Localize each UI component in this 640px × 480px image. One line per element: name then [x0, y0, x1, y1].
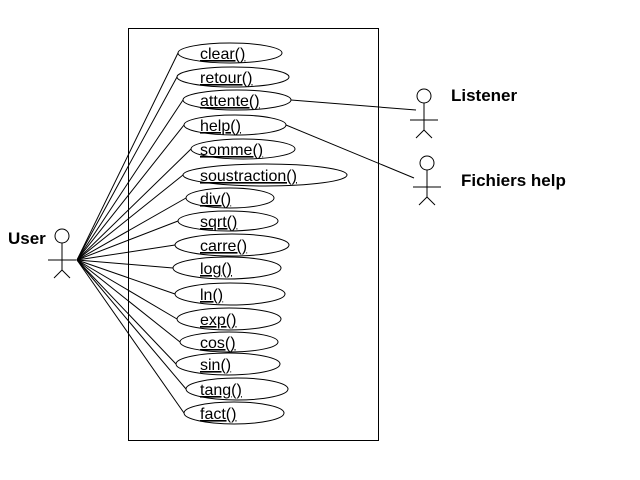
use-case-ellipse[interactable]	[175, 352, 281, 376]
actor-right-leg	[61, 269, 71, 279]
actor-head	[54, 228, 70, 244]
use-case-ellipse[interactable]	[177, 42, 283, 64]
association-user-soustraction	[76, 174, 184, 261]
association-user-exp	[76, 259, 178, 320]
use-case-label: clear()	[200, 46, 245, 63]
use-case-label: sqrt()	[200, 214, 237, 231]
use-case-ellipse[interactable]	[182, 163, 348, 187]
association-user-somme	[76, 148, 192, 261]
use-case-exp[interactable]: exp()	[176, 307, 282, 331]
use-case-label: soustraction()	[200, 168, 297, 185]
use-case-ellipse[interactable]	[182, 89, 292, 111]
association-user-retour	[76, 76, 178, 261]
use-case-label: tang()	[200, 382, 242, 399]
use-case-ellipse[interactable]	[183, 114, 287, 136]
use-case-ellipse[interactable]	[172, 256, 282, 280]
use-case-ellipse[interactable]	[185, 187, 275, 209]
use-case-help[interactable]: help()	[183, 114, 287, 136]
use-case-ellipse[interactable]	[174, 233, 290, 257]
actor-right-leg	[426, 196, 436, 206]
use-case-label: help()	[200, 118, 241, 135]
association-user-clear	[76, 52, 179, 261]
actor-head	[419, 155, 435, 171]
use-case-label: ln()	[200, 287, 223, 304]
use-case-label: retour()	[200, 70, 252, 87]
use-case-fact[interactable]: fact()	[183, 401, 285, 425]
actor-label: Listener	[451, 86, 518, 105]
use-cases: clear() retour() attente() help() somme() sou…	[172, 42, 348, 425]
use-case-ellipse[interactable]	[185, 377, 289, 401]
use-case-label: sin()	[200, 357, 231, 374]
use-case-label: carre()	[200, 238, 247, 255]
association-user-sqrt	[76, 220, 179, 261]
associations	[76, 52, 417, 414]
use-case-ellipse[interactable]	[190, 138, 296, 160]
association-user-ln	[76, 259, 176, 295]
association-user-attente	[76, 99, 184, 261]
use-case-ellipse[interactable]	[174, 282, 286, 306]
use-case-div[interactable]: div()	[185, 187, 275, 209]
actor-listener[interactable]: Listener	[410, 86, 518, 139]
actor-head	[416, 88, 432, 104]
actor-label: User	[8, 229, 46, 248]
use-case-soustraction[interactable]: soustraction()	[182, 163, 348, 187]
use-case-tang[interactable]: tang()	[185, 377, 289, 401]
actor-right-leg	[423, 129, 433, 139]
actor-left-leg	[415, 129, 425, 139]
actor-left-leg	[53, 269, 63, 279]
actor-left-leg	[418, 196, 428, 206]
association-listener-attente	[290, 99, 417, 111]
association-fichiers-help-help	[285, 124, 415, 179]
actor-fichiers-help[interactable]: Fichiers help	[413, 155, 566, 206]
use-case-label: somme()	[200, 142, 263, 159]
use-case-ellipse[interactable]	[176, 66, 290, 88]
use-case-clear[interactable]: clear()	[177, 42, 283, 64]
association-user-tang	[76, 259, 187, 390]
use-case-label: exp()	[200, 312, 236, 329]
use-case-cos[interactable]: cos()	[179, 331, 279, 353]
use-case-label: attente()	[200, 93, 260, 110]
use-case-somme[interactable]: somme()	[190, 138, 296, 160]
use-case-sin[interactable]: sin()	[175, 352, 281, 376]
association-user-sin	[76, 259, 177, 365]
use-case-label: div()	[200, 191, 231, 208]
association-user-cos	[76, 259, 181, 343]
association-user-fact	[76, 259, 185, 414]
use-case-label: log()	[200, 261, 232, 278]
use-case-label: fact()	[200, 406, 236, 423]
use-case-carre[interactable]: carre()	[174, 233, 290, 257]
use-case-retour[interactable]: retour()	[176, 66, 290, 88]
use-case-log[interactable]: log()	[172, 256, 282, 280]
use-case-ellipse[interactable]	[177, 210, 279, 232]
association-user-help	[76, 124, 185, 261]
use-case-sqrt[interactable]: sqrt()	[177, 210, 279, 232]
use-case-ellipse[interactable]	[176, 307, 282, 331]
use-case-ellipse[interactable]	[179, 331, 279, 353]
use-case-label: cos()	[200, 335, 236, 352]
actor-label: Fichiers help	[461, 171, 566, 190]
use-case-attente[interactable]: attente()	[182, 89, 292, 111]
association-user-log	[76, 259, 174, 269]
association-user-div	[76, 197, 187, 261]
actor-user[interactable]: User	[8, 228, 76, 279]
use-case-ellipse[interactable]	[183, 401, 285, 425]
use-case-ln[interactable]: ln()	[174, 282, 286, 306]
system-boundary	[128, 28, 379, 441]
association-user-carre	[76, 244, 176, 261]
